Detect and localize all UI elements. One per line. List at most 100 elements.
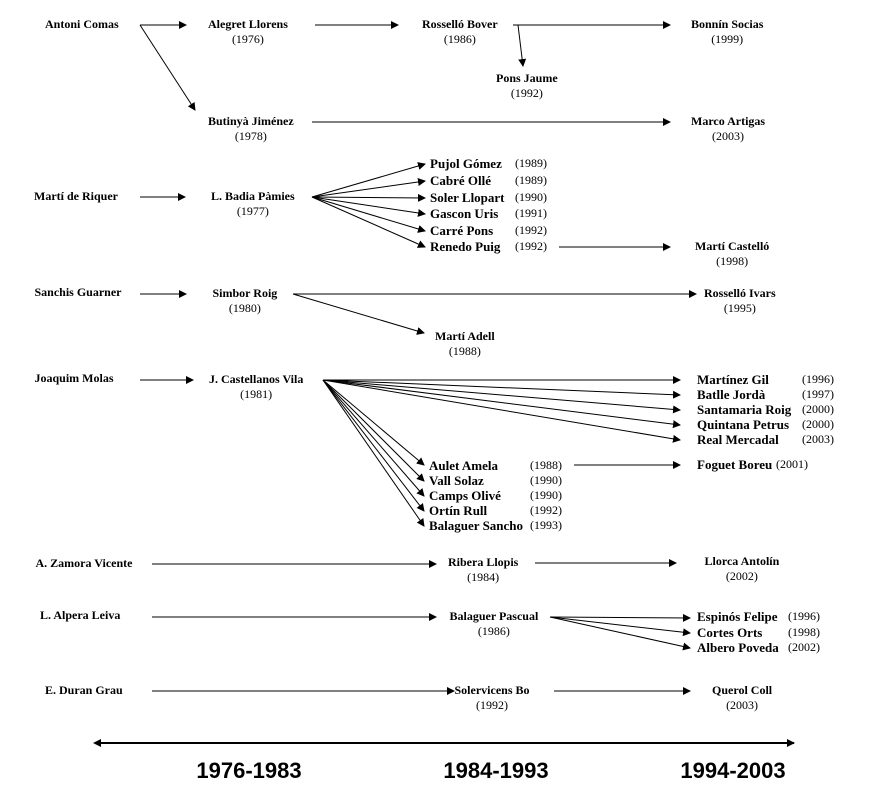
person-node: Martínez Gil (1996)	[697, 372, 834, 388]
person-node: Rosselló Bover(1986)	[422, 17, 498, 47]
person-year: (1996)	[802, 372, 834, 386]
person-year: (1992)	[476, 698, 508, 712]
person-node: Cabré Ollé (1989)	[430, 173, 547, 189]
person-node: Carré Pons(1992)	[430, 223, 547, 239]
supervision-arrow	[322, 379, 681, 399]
person-year: (1992)	[515, 239, 547, 253]
person-year: (1986)	[443, 32, 476, 46]
person-name: Rosselló Ivars	[704, 286, 776, 300]
person-name: A. Zamora Vicente	[35, 556, 133, 570]
person-node: Aulet Amela (1988)	[429, 458, 562, 474]
person-name: Llorca Antolín	[704, 554, 780, 568]
supervision-arrow	[322, 379, 681, 429]
person-year: (1998)	[788, 625, 820, 639]
person-name: L. Badia Pàmies	[211, 189, 295, 203]
supervision-arrow	[517, 24, 527, 67]
person-name: Aulet Amela	[429, 458, 498, 473]
supervision-arrow	[549, 616, 691, 651]
person-node: Quintana Petrus (2000)	[697, 417, 834, 433]
person-name: Balaguer Pascual	[449, 609, 539, 623]
person-name: J. Castellanos Vila	[209, 372, 304, 386]
person-year: (1992)	[515, 223, 547, 237]
supervision-arrow	[322, 379, 425, 482]
supervision-arrow	[322, 379, 425, 497]
person-name: Batlle Jordà	[697, 387, 766, 402]
person-year: (1986)	[477, 624, 510, 638]
person-year: (2003)	[712, 129, 745, 143]
supervision-arrow	[311, 178, 426, 198]
person-name: Solervicens Bo	[454, 683, 530, 697]
person-name: Marco Artigas	[691, 114, 766, 128]
person-node: Sanchis Guarner	[35, 285, 122, 300]
supervision-arrow	[549, 613, 691, 622]
person-node: Bonnín Socias(1999)	[691, 17, 763, 47]
person-year: (1993)	[530, 518, 562, 532]
person-name: Cabré Ollé	[430, 173, 492, 188]
person-node: Llorca Antolín(2002)	[705, 554, 780, 584]
person-year: (1990)	[515, 190, 547, 204]
person-name: Espinós Felipe	[697, 609, 778, 624]
person-node: Real Mercadal(2003)	[697, 432, 834, 448]
person-name: Martínez Gil	[697, 372, 769, 387]
person-node: Batlle Jordà(1997)	[697, 387, 834, 403]
person-node: Foguet Boreu(2001)	[697, 457, 808, 473]
person-year: (1980)	[228, 301, 261, 315]
person-name: Vall Solaz	[429, 473, 484, 488]
person-node: Rosselló Ivars(1995)	[704, 286, 776, 316]
period-label: 1976-1983	[196, 758, 302, 783]
person-node: Vall Solaz(1990)	[429, 473, 562, 489]
supervision-arrow	[139, 24, 196, 111]
supervision-arrow	[549, 616, 691, 637]
person-year: (1989)	[515, 156, 547, 170]
person-year: (1989)	[515, 173, 547, 187]
person-node: Martí de Riquer	[34, 189, 118, 204]
supervision-arrow	[322, 379, 425, 466]
person-node: Querol Coll(2003)	[712, 683, 772, 713]
person-node: Martí Adell(1988)	[435, 329, 495, 359]
person-node: Martí Castelló(1998)	[695, 239, 769, 269]
person-node: Joaquim Molas	[35, 371, 114, 386]
person-name: Ribera Llopis	[448, 555, 519, 569]
person-node: Marco Artigas(2003)	[691, 114, 765, 144]
person-year: (1988)	[530, 458, 562, 472]
person-name: Ortín Rull	[429, 503, 488, 518]
supervision-arrow	[311, 162, 426, 198]
supervision-arrow	[322, 379, 681, 414]
person-year: (1988)	[448, 344, 481, 358]
person-name: Joaquim Molas	[34, 371, 114, 385]
person-year: (2002)	[725, 569, 758, 583]
person-node: Gascon Uris(1991)	[430, 206, 547, 222]
supervision-arrow	[322, 379, 425, 512]
person-name: Bonnín Socias	[691, 17, 764, 31]
person-name: L. Alpera Leiva	[40, 608, 121, 622]
person-year: (2002)	[788, 640, 820, 654]
person-node: J. Castellanos Vila(1981)	[209, 372, 303, 402]
person-node: Pujol Gómez(1989)	[430, 156, 547, 172]
person-node: Ribera Llopis(1984)	[448, 555, 518, 585]
person-name: Santamaria Roig	[697, 402, 792, 417]
person-node: A. Zamora Vicente	[36, 556, 133, 571]
person-year: (1998)	[716, 254, 749, 268]
person-node: E. Duran Grau	[45, 683, 123, 698]
person-name: Alegret Llorens	[208, 17, 288, 31]
supervision-arrow	[311, 193, 426, 202]
person-node: Alegret Llorens(1976)	[208, 17, 288, 47]
supervision-arrow	[311, 196, 426, 233]
person-year: (2000)	[802, 417, 834, 431]
person-name: Pons Jaume	[496, 71, 558, 85]
person-name: Gascon Uris	[430, 206, 499, 221]
person-year: (2003)	[802, 432, 834, 446]
person-node: Butinyà Jiménez(1978)	[208, 114, 294, 144]
person-name: Quintana Petrus	[697, 417, 790, 432]
person-node: Cortes Orts(1998)	[697, 625, 820, 641]
person-name: Butinyà Jiménez	[208, 114, 294, 128]
person-node: Espinós Felipe(1996)	[697, 609, 820, 625]
supervision-arrow	[322, 379, 681, 443]
person-name: Martí Adell	[435, 329, 495, 343]
person-node: Ortín Rull(1992)	[429, 503, 562, 519]
person-node: Simbor Roig(1980)	[213, 286, 278, 316]
person-name: Renedo Puig	[430, 239, 501, 254]
person-name: Martí de Riquer	[34, 189, 118, 203]
person-name: Rosselló Bover	[422, 17, 498, 31]
